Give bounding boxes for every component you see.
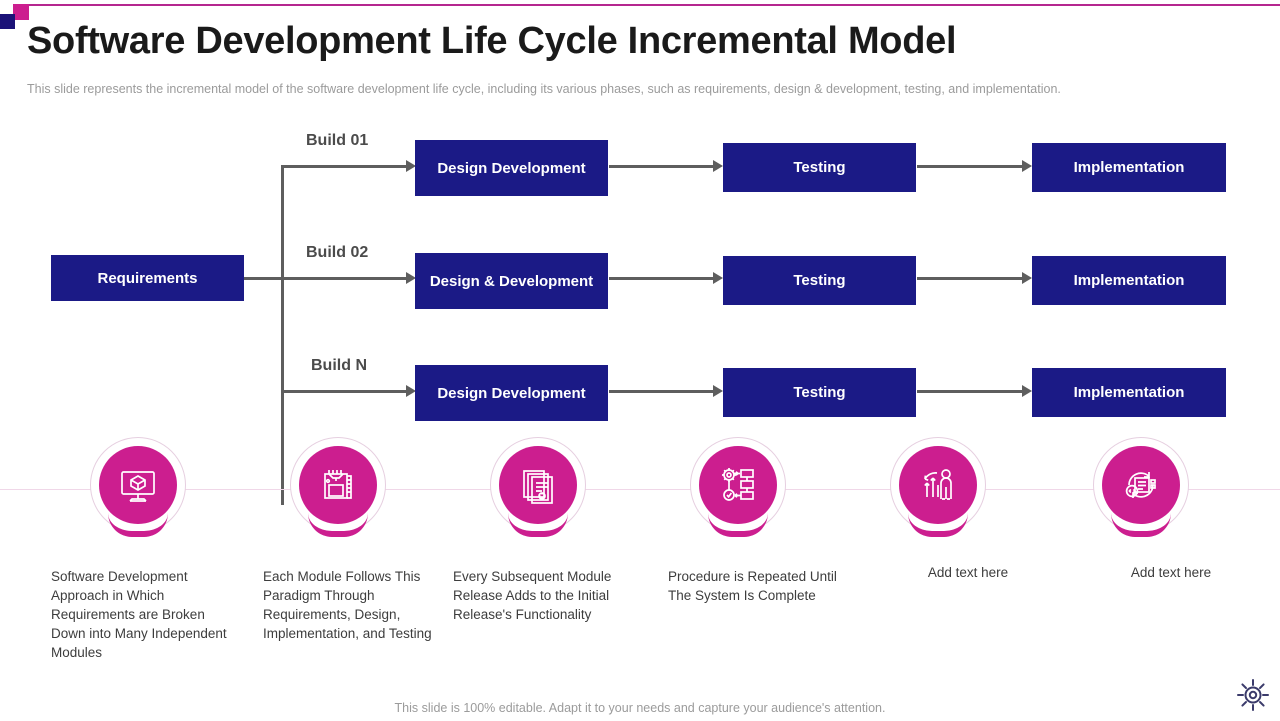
arrowhead-design-2-icon: [406, 272, 416, 284]
node-implementation-1[interactable]: Implementation: [1032, 143, 1226, 192]
arrowhead-implementation-3-icon: [1022, 385, 1032, 397]
footer-note: This slide is 100% editable. Adapt it to…: [394, 701, 886, 715]
feature-caption-1: Software Development Approach in Which R…: [51, 569, 227, 660]
circuit-module-icon: [299, 446, 377, 524]
connector-design-to-testing-2: [609, 277, 717, 280]
connector-requirements-to-spine: [244, 277, 284, 280]
feature-caption-2: Each Module Follows This Paradigm Throug…: [263, 569, 432, 641]
connector-spine-to-design-3: [281, 390, 409, 393]
node-design-development-3[interactable]: Design Development: [415, 365, 608, 421]
connector-spine-to-design-2: [281, 277, 409, 280]
connector-design-to-testing-1: [609, 165, 717, 168]
page-subtitle: This slide represents the incremental mo…: [27, 82, 1061, 96]
page-title: Software Development Life Cycle Incremen…: [27, 20, 957, 62]
decoration-square-blue: [0, 14, 15, 29]
icon-arc-2: [308, 513, 368, 537]
feature-caption-3: Every Subsequent Module Release Adds to …: [453, 569, 612, 622]
band-baseline: [0, 489, 1280, 490]
arrowhead-testing-2-icon: [713, 272, 723, 284]
connector-design-to-testing-3: [609, 390, 717, 393]
arrowhead-testing-1-icon: [713, 160, 723, 172]
feature-caption-4: Procedure is Repeated Until The System I…: [668, 569, 837, 603]
decoration-square-magenta: [13, 4, 29, 20]
header-rule: [28, 4, 1280, 6]
feature-caption-6: Add text here: [1130, 565, 1212, 580]
arrowhead-testing-3-icon: [713, 385, 723, 397]
node-implementation-2[interactable]: Implementation: [1032, 256, 1226, 305]
feature-icon-1[interactable]: [88, 435, 188, 545]
arrowhead-implementation-2-icon: [1022, 272, 1032, 284]
connector-vertical-spine: [281, 165, 284, 505]
process-flow-gear-icon: [699, 446, 777, 524]
node-requirements[interactable]: Requirements: [51, 255, 244, 301]
connector-spine-to-design-1: [281, 165, 409, 168]
label-build-01: Build 01: [306, 132, 369, 149]
label-build-n: Build N: [311, 357, 367, 374]
incremental-model-diagram: Requirements Build 01 Build 02 Build N D…: [0, 120, 1280, 505]
icon-arc-3: [508, 513, 568, 537]
label-build-02: Build 02: [306, 244, 369, 261]
arrowhead-implementation-1-icon: [1022, 160, 1032, 172]
arrowhead-design-3-icon: [406, 385, 416, 397]
node-testing-1[interactable]: Testing: [723, 143, 916, 192]
connector-testing-to-implementation-3: [917, 390, 1026, 393]
icon-arc-1: [108, 513, 168, 537]
node-design-development-1[interactable]: Design Development: [415, 140, 608, 196]
icon-arc-4: [708, 513, 768, 537]
feature-caption-5: Add text here: [927, 565, 1009, 580]
feature-icon-5[interactable]: [888, 435, 988, 545]
document-stack-icon: [499, 446, 577, 524]
node-testing-3[interactable]: Testing: [723, 368, 916, 417]
arrowhead-design-1-icon: [406, 160, 416, 172]
feature-icon-6[interactable]: [1091, 435, 1191, 545]
code-cycle-icon: [1102, 446, 1180, 524]
feature-icon-2[interactable]: [288, 435, 388, 545]
feature-icon-3[interactable]: [488, 435, 588, 545]
icon-arc-6: [1111, 513, 1171, 537]
node-testing-2[interactable]: Testing: [723, 256, 916, 305]
settings-gear-icon[interactable]: [1232, 674, 1274, 716]
icon-arc-5: [908, 513, 968, 537]
connector-testing-to-implementation-1: [917, 165, 1026, 168]
person-growth-icon: [899, 446, 977, 524]
feature-icon-4[interactable]: [688, 435, 788, 545]
feature-icon-band: [0, 435, 1280, 555]
connector-testing-to-implementation-2: [917, 277, 1026, 280]
monitor-cube-icon: [99, 446, 177, 524]
node-implementation-3[interactable]: Implementation: [1032, 368, 1226, 417]
node-design-development-2[interactable]: Design & Development: [415, 253, 608, 309]
